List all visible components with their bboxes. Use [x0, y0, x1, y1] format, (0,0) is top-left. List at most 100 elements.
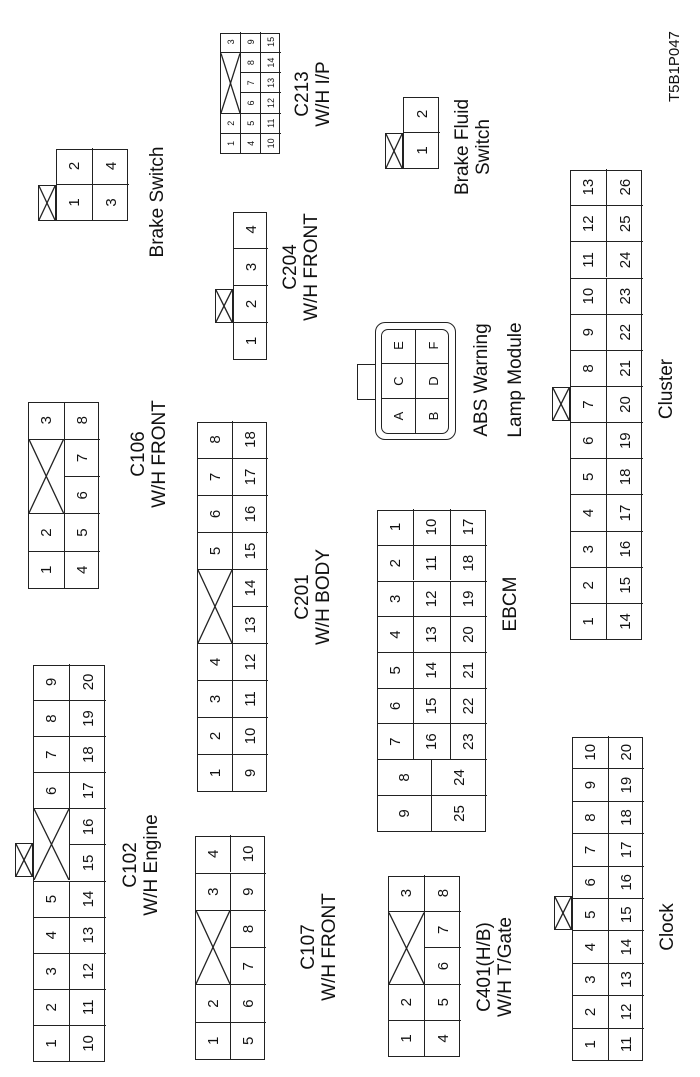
pin-13: 13: [571, 169, 607, 206]
connector-lock-tab-icon: [215, 289, 233, 323]
label-brake-fluid: Brake Fluid Switch: [452, 99, 494, 195]
blocked-cavity-icon: [34, 809, 69, 880]
connector-id: Clock: [657, 903, 678, 951]
label-clock: Clock: [657, 903, 678, 951]
harness-name: W/H FRONT: [149, 400, 170, 508]
pin-10: 10: [70, 1024, 106, 1061]
pin-B: B: [416, 398, 449, 433]
pin-5: 5: [198, 532, 233, 569]
pin-13: 13: [233, 606, 268, 643]
pin-11: 11: [414, 544, 451, 581]
blocked-cavity: [196, 909, 231, 985]
pin-2: 2: [378, 544, 415, 581]
pin-19: 19: [607, 422, 643, 459]
pin-4: 4: [241, 132, 261, 153]
pin-5: 5: [425, 983, 461, 1020]
pin-11: 11: [70, 988, 106, 1025]
pin-3: 3: [34, 952, 70, 989]
pin-5: 5: [573, 898, 609, 931]
harness-name: W/H BODY: [313, 548, 334, 646]
pin-12: 12: [571, 205, 607, 242]
pin-6: 6: [571, 422, 607, 459]
pin-7: 7: [34, 736, 70, 773]
pin-6: 6: [378, 687, 415, 724]
pin-2: 2: [29, 513, 65, 551]
pin-20: 20: [79, 673, 97, 691]
pin-19: 19: [70, 700, 106, 737]
pin-19: 19: [608, 768, 644, 801]
label-c213: C213 W/H I/P: [292, 61, 334, 126]
pin-11: 11: [233, 680, 268, 717]
pin-1: 1: [34, 1024, 70, 1061]
connector-lock-tab-icon: [552, 387, 570, 421]
pin-1: 1: [573, 1027, 609, 1060]
pin-8: 8: [241, 52, 261, 73]
pin-3: 3: [234, 248, 268, 285]
pin-15: 15: [414, 687, 451, 724]
pin-4: 4: [102, 161, 120, 171]
pin-11: 11: [261, 112, 281, 133]
pin-E: E: [382, 329, 416, 363]
pin-25: 25: [607, 205, 643, 242]
connector-lock-tab-icon: [38, 185, 56, 221]
pin-21: 21: [607, 349, 643, 386]
pin-5: 5: [378, 651, 415, 688]
pin-11: 11: [571, 241, 607, 278]
pin-15: 15: [233, 532, 268, 569]
label-c102: C102 W/H Engine: [120, 814, 162, 915]
harness-name: Lamp Module: [505, 322, 526, 438]
pin-4: 4: [64, 550, 100, 588]
pin-9: 9: [573, 768, 609, 801]
pin-10: 10: [233, 717, 268, 754]
pin-3: 3: [93, 184, 129, 220]
pin-8: 8: [571, 349, 607, 386]
pin-18: 18: [242, 431, 259, 448]
pin-15: 15: [266, 36, 276, 47]
pin-1: 1: [198, 754, 233, 791]
pin-5: 5: [231, 1021, 266, 1059]
blocked-cavity-icon: [553, 388, 569, 420]
label-brake-switch: Brake Switch: [147, 147, 168, 258]
pin-7: 7: [241, 72, 261, 93]
pin-4: 4: [425, 1019, 461, 1056]
pin-22: 22: [607, 313, 643, 350]
pin-14: 14: [261, 52, 281, 73]
connector-id: C102: [120, 842, 141, 888]
pin-6: 6: [198, 495, 233, 532]
connector-id: C107: [298, 924, 319, 970]
connector-lock-tab-icon: [357, 364, 376, 400]
connector-id: Brake Fluid: [452, 98, 473, 196]
pin-22: 22: [450, 687, 487, 724]
pin-17: 17: [607, 494, 643, 531]
label-ebcm: EBCM: [500, 577, 521, 632]
pin-7: 7: [231, 947, 266, 985]
pin-4: 4: [573, 930, 609, 963]
pin-12: 12: [608, 995, 644, 1028]
pin-5: 5: [34, 880, 70, 917]
pin-11: 11: [608, 1027, 644, 1060]
pin-5: 5: [64, 513, 100, 551]
pin-2: 2: [196, 984, 231, 1022]
blocked-cavity: [29, 438, 65, 514]
harness-name: W/H FRONT: [301, 213, 322, 321]
pin-15: 15: [607, 566, 643, 603]
pin-D: D: [416, 363, 449, 398]
pin-8: 8: [573, 800, 609, 834]
pin-14: 14: [607, 602, 643, 639]
pin-7: 7: [571, 385, 607, 423]
pin-24: 24: [432, 759, 487, 795]
pin-8: 8: [378, 759, 433, 795]
pin-9: 9: [34, 663, 70, 700]
pin-1: 1: [571, 602, 607, 639]
label-cluster: Cluster: [656, 359, 677, 419]
blocked-cavity-icon: [216, 290, 232, 322]
pin-9: 9: [233, 754, 268, 791]
